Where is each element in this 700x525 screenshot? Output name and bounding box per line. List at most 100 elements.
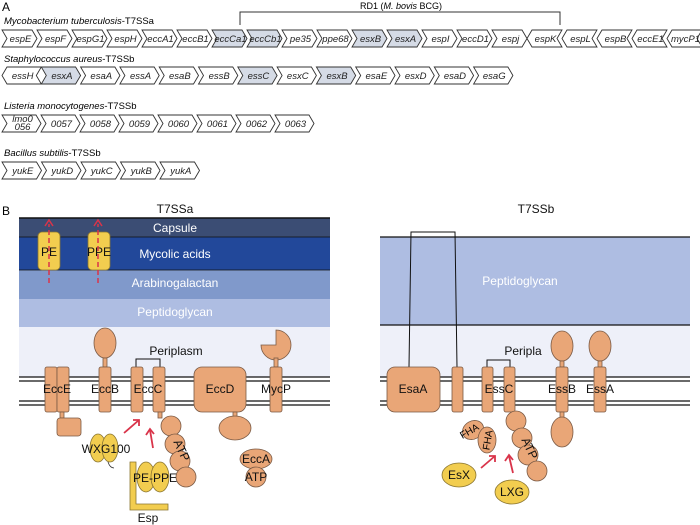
gene-0059: 0059 xyxy=(118,114,159,133)
gene-essB: essB xyxy=(197,66,239,85)
gene-label: esaE xyxy=(366,71,388,82)
gene-0062: 0062 xyxy=(235,114,276,133)
gene-mycP1: mycP1 xyxy=(666,29,700,48)
svg-text:ATP: ATP xyxy=(245,470,267,484)
gene-yukD: yukD xyxy=(40,161,82,180)
gene-label: essC xyxy=(248,71,270,82)
gene-label: yukA xyxy=(169,166,191,177)
svg-text:EsaA: EsaA xyxy=(399,382,428,396)
gene-label: esaG xyxy=(483,71,506,82)
species-label: Staphylococcus aureus-T7SSb xyxy=(4,54,134,65)
gene-label: 056 xyxy=(15,122,32,133)
gene-essC: essC xyxy=(237,66,278,85)
gene-label: yukB xyxy=(130,166,153,177)
gene-label: esxA xyxy=(51,71,72,82)
gene-espG1: espG1 xyxy=(71,29,108,48)
gene-label: espj xyxy=(502,34,520,45)
panel-a-label: A xyxy=(2,0,10,14)
essa-protein: EssA xyxy=(586,330,614,413)
gene-label: esaA xyxy=(90,71,112,82)
gene-label: 0058 xyxy=(90,119,112,130)
export-arrow-icon xyxy=(93,218,103,227)
export-arrow-icon xyxy=(44,218,54,227)
gene-label: mycP1 xyxy=(671,34,700,45)
gene-esxB: esxB xyxy=(315,66,357,85)
gene-eccB1: eccB1 xyxy=(176,29,213,48)
gene-label: espE xyxy=(10,34,32,45)
ecce-protein: EccE xyxy=(43,366,82,437)
esp-chaperone-shape xyxy=(129,461,169,511)
gene-label: esaB xyxy=(169,71,191,82)
gene-esxA: esxA xyxy=(386,29,423,48)
peptidoglycan-layer xyxy=(380,237,690,325)
gene-espB: espB xyxy=(596,29,633,48)
gene-esxD: esxD xyxy=(394,66,435,85)
svg-text:EssA: EssA xyxy=(586,382,614,396)
species-label: Bacillus subtilis-T7SSb xyxy=(4,148,101,159)
svg-text:Esp: Esp xyxy=(138,511,159,525)
svg-text:EsX: EsX xyxy=(448,468,470,482)
gene-label: eccD1 xyxy=(462,34,489,45)
gene-yukE: yukE xyxy=(1,161,43,180)
ppe-protein: PPE xyxy=(87,218,111,283)
gene-label: 0060 xyxy=(168,119,190,130)
gene-esxA: esxA xyxy=(40,66,82,85)
gene-label: espF xyxy=(45,34,67,45)
gene-label: eccB1 xyxy=(182,34,208,45)
t7ssb-title: T7SSb xyxy=(518,202,555,216)
periplasm-label: Periplasm xyxy=(149,344,202,358)
gene-label: espK xyxy=(535,34,557,45)
wxg100-substrate: WXG100 xyxy=(82,433,131,469)
svg-text:LXG: LXG xyxy=(500,485,524,499)
svg-text:MycP: MycP xyxy=(261,382,291,396)
gene-label: essH xyxy=(12,71,34,82)
gene-label: espB xyxy=(605,34,627,45)
species-label: Listeria monocytogenes-T7SSb xyxy=(4,101,137,112)
gene-label: esaD xyxy=(444,71,466,82)
mycolic-acids-layer xyxy=(19,237,330,270)
gene-label: 0061 xyxy=(207,119,228,130)
essc-protein: EssC Peripla FHA FHA ATP xyxy=(458,344,548,482)
svg-text:FHA: FHA xyxy=(481,429,495,451)
peptidoglycan-label: Peptidoglycan xyxy=(482,274,557,288)
gene-pe35: pe35 xyxy=(281,29,318,48)
gene-label: espG1 xyxy=(77,34,105,45)
gene-espj: espj xyxy=(491,29,528,48)
gene-esaB: esaB xyxy=(158,66,200,85)
secretion-arrows-b xyxy=(480,453,514,474)
gene-label: 0063 xyxy=(285,119,307,130)
esaa-protein: EsaA xyxy=(386,231,464,413)
gene-espF: espF xyxy=(36,29,73,48)
svg-text:PE-PPE: PE-PPE xyxy=(133,471,177,485)
eccd-protein: EccD xyxy=(193,366,252,441)
gene-esaD: esaD xyxy=(433,66,475,85)
gene-eccCa1: eccCa1 xyxy=(211,29,248,48)
gene-label: 0057 xyxy=(51,119,73,130)
gene-label: ppe68 xyxy=(321,34,349,45)
peptidoglycan-label: Peptidoglycan xyxy=(137,305,212,319)
arabinogalactan-layer xyxy=(19,270,330,299)
svg-text:PPE: PPE xyxy=(87,245,111,259)
gene-eccE1: eccE1 xyxy=(631,29,668,48)
gene-0060: 0060 xyxy=(157,114,198,133)
rd1-label: RD1 (M. bovis BCG) xyxy=(360,1,442,11)
svg-text:EssB: EssB xyxy=(548,382,576,396)
svg-text:EccD: EccD xyxy=(206,382,235,396)
gene-label: espI xyxy=(432,34,450,45)
gene-yukB: yukB xyxy=(119,161,161,180)
gene-label: essA xyxy=(130,71,151,82)
gene-label: eccE1 xyxy=(637,34,663,45)
gene-essA: essA xyxy=(119,66,160,85)
svg-text:PE: PE xyxy=(41,245,57,259)
essb-protein: EssB xyxy=(548,330,576,448)
svg-text:EccB: EccB xyxy=(91,382,119,396)
periplasm-label: Peripla xyxy=(504,344,542,358)
gene-eccCb1: eccCb1 xyxy=(246,29,283,48)
gene-yukC: yukC xyxy=(80,161,122,180)
gene-eccA1: eccA1 xyxy=(141,29,178,48)
rd1-bracket: RD1 (M. bovis BCG) xyxy=(239,1,561,25)
eccb-protein: EccB xyxy=(91,327,119,413)
gene-essH: essH xyxy=(1,66,43,85)
